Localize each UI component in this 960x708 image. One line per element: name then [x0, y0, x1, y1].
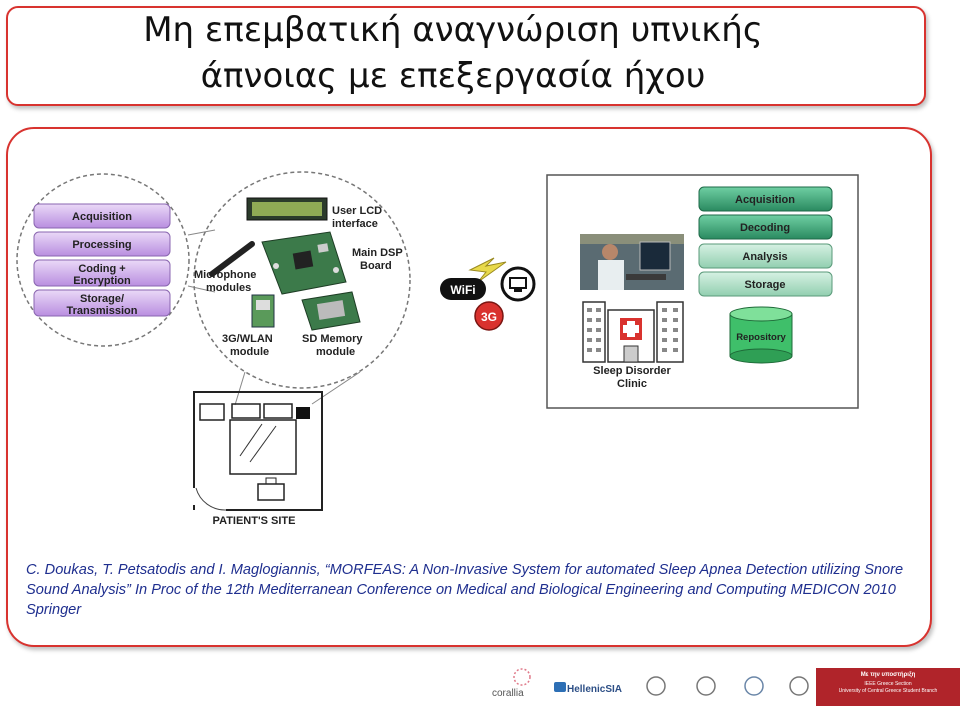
connector-line — [187, 285, 216, 293]
doctor-photo — [580, 234, 684, 290]
corallia-logo-text: corallia — [492, 688, 524, 699]
lightning-icon — [468, 257, 507, 283]
clinic-stack-storage: Storage — [745, 279, 786, 291]
footer-sponsor-bar: Με την υποστήριξη IEEE Greece Section Un… — [816, 668, 960, 706]
wifi-icon — [440, 278, 486, 300]
three-g-label: 3G — [481, 310, 497, 324]
connector-line — [187, 229, 216, 236]
citation-text: C. Doukas, T. Petsatodis and I. Maglogia… — [26, 562, 904, 618]
left-stack-acquisition: Acquisition — [72, 211, 132, 223]
footer-bar-line-1: Με την υποστήριξη — [860, 672, 916, 678]
clinic-stack-boxes — [698, 186, 833, 297]
ethernet-icon — [500, 266, 536, 302]
sd-module-icon — [301, 291, 361, 331]
left-stack-coding: Coding +Encryption — [73, 263, 131, 287]
left-stack-boxes — [33, 203, 171, 317]
dsp-board-icon — [261, 231, 347, 295]
connector-line — [311, 371, 361, 405]
three-g-icon — [474, 301, 504, 331]
patient-room-floorplan — [193, 391, 323, 511]
left-stack-circle — [16, 173, 190, 347]
connector-line — [234, 371, 246, 406]
lcd-display-icon — [246, 197, 328, 221]
microphone-icon — [209, 241, 255, 277]
hellenicsia-logo-icon — [554, 682, 566, 692]
device-circle — [193, 171, 411, 389]
title-box: Μη επεμβατική αναγνώριση υπνικής άπνοιας… — [6, 6, 926, 106]
footer-bar-line-2: IEEE Greece Section — [864, 681, 912, 687]
clinic-stack-acquisition: Acquisition — [735, 194, 795, 206]
title-line-1: Μη επεμβατική αναγνώριση υπνικής — [143, 10, 763, 50]
left-stack-storage: Storage/Transmission — [67, 293, 138, 317]
corallia-logo-icon — [513, 668, 531, 686]
left-stack-processing: Processing — [72, 239, 131, 251]
wlan-module-icon — [251, 294, 275, 328]
emblem-icons — [646, 676, 809, 696]
hospital-building-icon — [582, 301, 684, 363]
wifi-label: WiFi — [450, 283, 475, 297]
footer-bar-line-3: University of Central Greece Student Bra… — [838, 688, 938, 694]
repository-label: Repository — [736, 332, 786, 343]
clinic-stack-analysis: Analysis — [742, 251, 787, 263]
clinic-stack-decoding: Decoding — [740, 222, 790, 234]
patient-site-label: PATIENT'S SITE — [213, 515, 296, 527]
title-line-2: άπνοιας με επεξεργασία ήχου — [200, 56, 706, 96]
repository-cylinder-icon — [729, 306, 793, 364]
hellenicsia-logo-text: HellenicSIA — [567, 684, 622, 695]
